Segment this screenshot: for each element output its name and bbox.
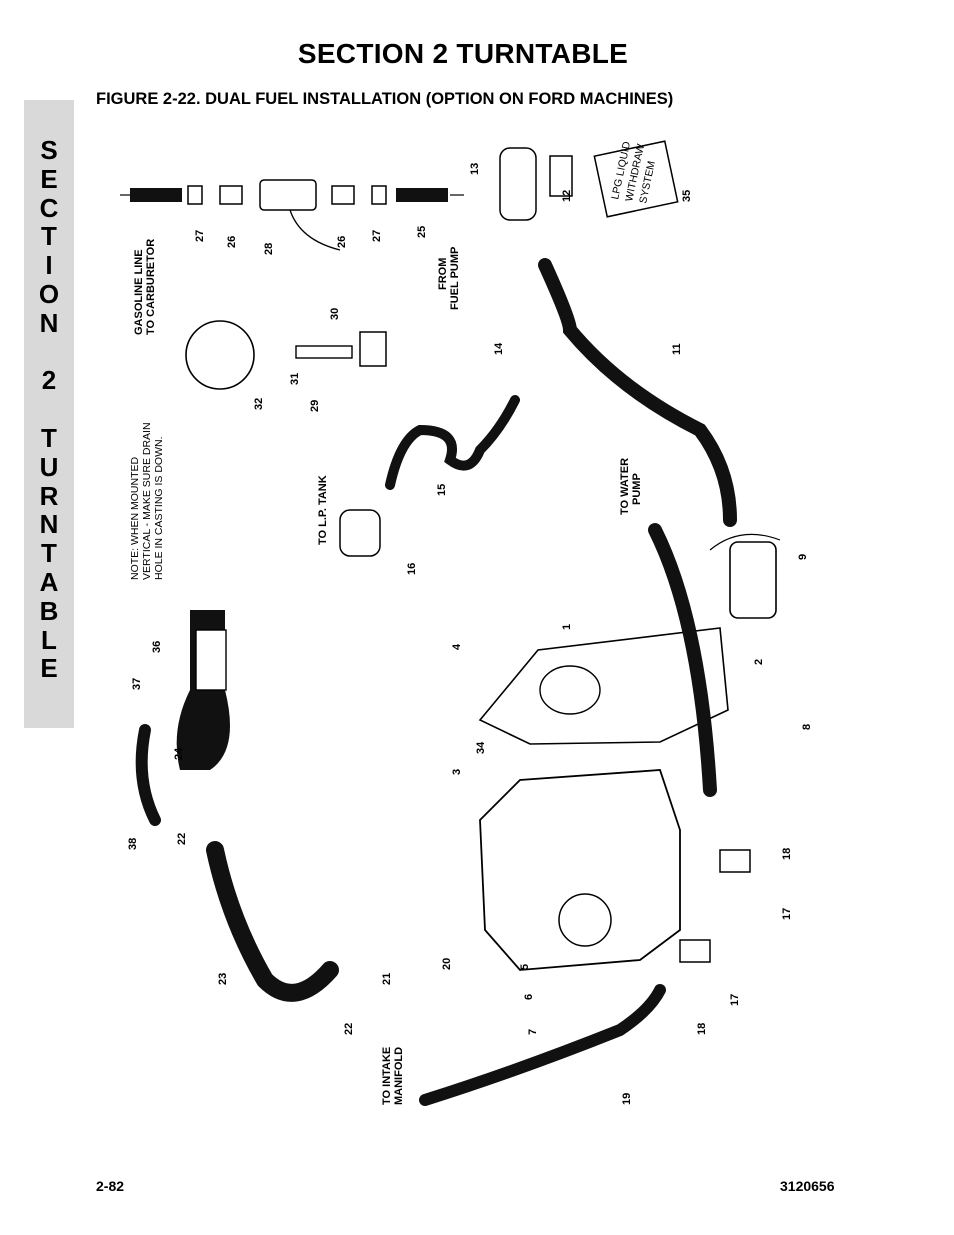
callout-30: 30	[329, 308, 341, 320]
callout-31: 31	[289, 373, 301, 385]
side-letter: N	[39, 509, 59, 540]
note-to-intake-1: TO INTAKE	[381, 1047, 393, 1105]
note-mount-1: NOTE: WHEN MOUNTED	[129, 457, 141, 580]
callout-17b: 17	[729, 994, 741, 1006]
diagram-notes: GASOLINE LINE TO CARBURETOR FROM FUEL PU…	[129, 239, 643, 1105]
section-side-tab: S E C T I O N 2 T U R N T A B L E	[24, 100, 74, 728]
page-number: 2-82	[96, 1178, 125, 1194]
callout-6: 6	[523, 994, 535, 1000]
callout-26b: 26	[336, 236, 348, 248]
note-to-water-pump-1: TO WATER	[619, 458, 631, 515]
callout-19: 19	[621, 1093, 633, 1105]
callout-20: 20	[441, 958, 453, 970]
water-pump-hose	[648, 523, 717, 797]
callout-4: 4	[451, 643, 463, 650]
callout-37: 37	[131, 678, 143, 690]
callout-2: 2	[753, 659, 765, 665]
elbow-17a	[719, 849, 751, 873]
callout-29: 29	[309, 400, 321, 412]
callout-labels: 1 2 3 4 5 6 7 8 9 11 12 13 14 15 16 17 1…	[127, 163, 813, 1105]
callout-35: 35	[681, 190, 693, 202]
callout-3: 3	[451, 769, 463, 775]
mounting-plate	[478, 627, 729, 745]
side-letter-gap	[24, 395, 74, 424]
side-letter: O	[38, 278, 60, 309]
side-letter: I	[45, 250, 53, 281]
callout-22a: 22	[176, 833, 188, 845]
note-to-water-pump-2: PUMP	[631, 473, 643, 505]
side-tab-letters: S E C T I O N 2 T U R N T A B L E	[24, 136, 74, 683]
side-letter: A	[39, 566, 59, 597]
callout-23: 23	[217, 973, 229, 985]
callout-27a: 27	[194, 230, 206, 242]
side-letter: R	[39, 480, 59, 511]
callout-14: 14	[493, 342, 505, 355]
callout-12: 12	[561, 190, 573, 202]
lp-tank-filter	[339, 509, 381, 557]
side-letter: U	[39, 451, 59, 482]
callout-32: 32	[253, 398, 265, 410]
side-letter: S	[40, 135, 58, 165]
dual-fuel-diagram: LPG LIQUID WITHDRAW SYSTEM	[100, 130, 840, 1150]
callout-16: 16	[406, 563, 418, 575]
callout-38: 38	[127, 838, 139, 850]
callout-11: 11	[671, 343, 683, 355]
callout-13: 13	[469, 163, 481, 175]
note-gasoline-line-1: GASOLINE LINE	[133, 249, 145, 335]
gasoline-fittings	[120, 179, 464, 251]
callout-17a: 17	[781, 908, 793, 920]
callout-21: 21	[381, 973, 393, 985]
side-letter: L	[41, 624, 57, 655]
note-to-intake-2: MANIFOLD	[393, 1047, 405, 1105]
section-title: SECTION 2 TURNTABLE	[297, 38, 629, 69]
document-number: 3120656	[780, 1178, 835, 1194]
hose-23	[206, 841, 339, 1002]
callout-28: 28	[263, 243, 275, 255]
note-from-fuel-pump-2: FUEL PUMP	[449, 247, 461, 310]
side-letter: N	[39, 307, 59, 338]
callout-1: 1	[561, 624, 573, 630]
note-gasoline-line-2: TO CARBURETOR	[145, 239, 157, 335]
callout-26a: 26	[226, 236, 238, 248]
callout-34: 34	[475, 741, 487, 754]
hose-15	[385, 395, 520, 490]
callout-15: 15	[436, 484, 448, 496]
callout-7: 7	[527, 1029, 539, 1035]
side-letter: B	[39, 595, 59, 626]
callout-18b: 18	[696, 1023, 708, 1035]
callout-22b: 22	[343, 1023, 355, 1035]
side-letter: T	[41, 538, 57, 569]
regulator-9	[709, 533, 781, 619]
elbow-17b	[679, 939, 711, 963]
note-mount-3: HOLE IN CASTING IS DOWN.	[153, 436, 165, 580]
side-letter: T	[41, 221, 57, 252]
callout-27b: 27	[371, 230, 383, 242]
note-to-lp-tank: TO L.P. TANK	[317, 475, 329, 545]
callout-24: 24	[173, 747, 185, 760]
hose-38	[135, 724, 161, 826]
callout-18a: 18	[781, 848, 793, 860]
decal-35: LPG LIQUID WITHDRAW SYSTEM	[593, 140, 679, 218]
diagram-drawing: LPG LIQUID WITHDRAW SYSTEM	[120, 140, 813, 1106]
callout-25: 25	[416, 226, 428, 238]
hose-19	[419, 984, 666, 1106]
side-letter: 2	[41, 365, 57, 396]
side-letter-gap	[24, 338, 74, 367]
vacuum-lock-32	[185, 320, 387, 390]
callout-5: 5	[519, 964, 531, 970]
callout-36: 36	[151, 641, 163, 653]
side-letter: C	[39, 192, 59, 223]
air-intake-adapter	[176, 610, 230, 770]
side-letter: E	[40, 653, 58, 684]
filter-lock	[499, 147, 573, 221]
side-letter: E	[40, 163, 58, 194]
side-letter: T	[41, 422, 57, 453]
hose-11	[538, 258, 737, 527]
callout-8: 8	[801, 724, 813, 730]
note-mount-2: VERTICAL - MAKE SURE DRAIN	[141, 422, 153, 580]
note-from-fuel-pump-1: FROM	[437, 258, 449, 290]
figure-title: FIGURE 2-22. DUAL FUEL INSTALLATION (OPT…	[96, 90, 674, 108]
callout-9: 9	[797, 554, 809, 560]
vaporizer-body	[479, 769, 681, 971]
